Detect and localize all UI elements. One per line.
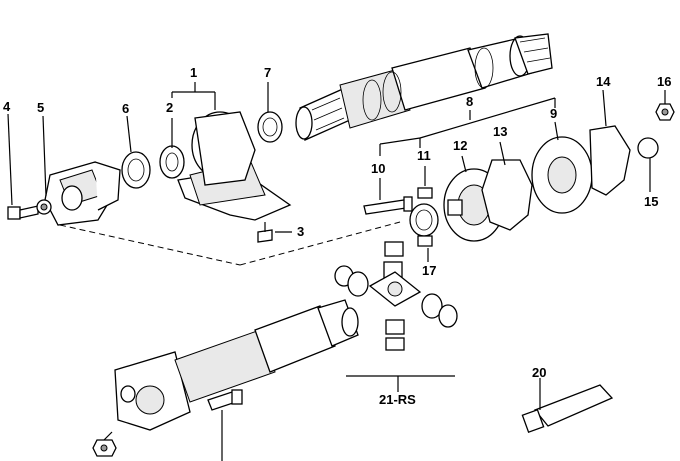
label-part-12: 12 [453, 138, 468, 153]
yoke-part-5 [44, 161, 121, 226]
label-part-21-rs: 21-RS [379, 392, 416, 407]
label-part-11: 11 [417, 148, 431, 163]
label-part-7: 7 [264, 65, 272, 80]
bolt-part-4 [7, 199, 52, 220]
grease-tube [521, 384, 614, 434]
label-part-13: 13 [493, 124, 508, 139]
label-part-17: 17 [422, 263, 437, 278]
driveshaft-upper [295, 33, 553, 141]
bolt-part-10 [363, 199, 407, 215]
clip-part-15 [637, 137, 659, 159]
disc-part-14 [589, 125, 631, 196]
clamp-part-11 [409, 203, 439, 237]
label-part-2: 2 [166, 100, 174, 115]
flex-coupling-group [363, 103, 675, 247]
label-part-6: 6 [122, 101, 130, 116]
label-part-16: 16 [657, 74, 672, 89]
label-part-5: 5 [37, 100, 45, 115]
disc-part-13 [481, 159, 533, 231]
label-part-9: 9 [550, 106, 558, 121]
label-part-20: 20 [532, 365, 547, 380]
label-part-1: 1 [190, 65, 198, 80]
driveshaft-lower [92, 299, 359, 457]
center-bearing-support [159, 111, 292, 243]
label-part-8: 8 [466, 94, 474, 109]
leader-lines [7, 82, 666, 461]
universal-joint-cross [334, 241, 458, 351]
label-part-3: 3 [297, 224, 305, 239]
label-part-10: 10 [371, 161, 386, 176]
clip-part-17 [417, 235, 433, 247]
label-part-14: 14 [596, 74, 611, 89]
ring-part-7 [257, 111, 283, 143]
label-part-15: 15 [644, 194, 659, 209]
label-part-4: 4 [3, 99, 11, 114]
ring-part-6 [121, 151, 151, 189]
